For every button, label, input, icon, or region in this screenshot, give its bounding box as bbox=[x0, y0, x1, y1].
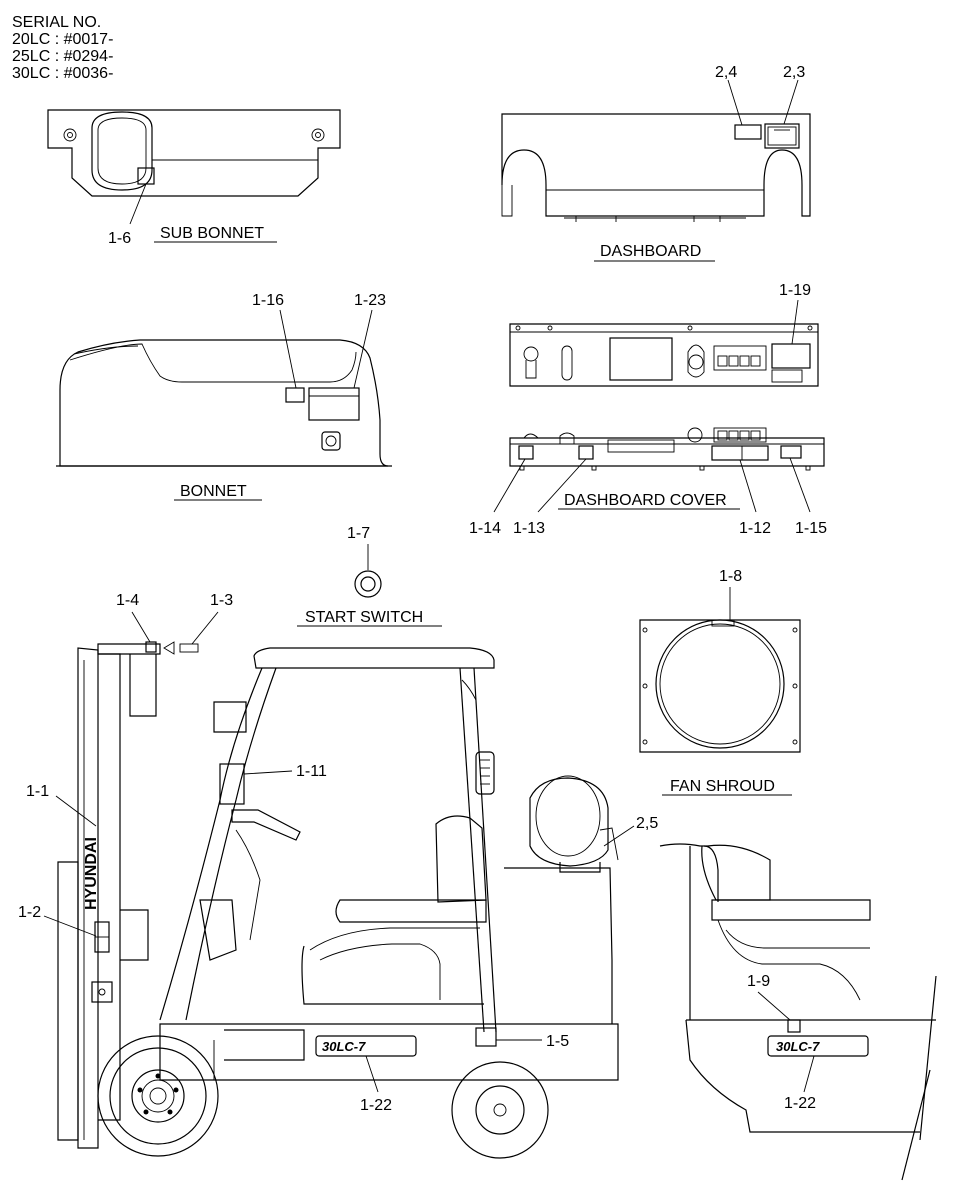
callout-1-12: 1-12 bbox=[739, 520, 771, 537]
callout-1-1: 1-1 bbox=[26, 783, 49, 800]
serial-number-block: SERIAL NO. 20LC : #0017- 25LC : #0294- 3… bbox=[12, 14, 113, 82]
callout-1-13: 1-13 bbox=[513, 520, 545, 537]
leader-1-11 bbox=[243, 770, 293, 775]
serial-line-25lc: 25LC : #0294- bbox=[12, 48, 114, 65]
leader-1-19 bbox=[791, 299, 799, 345]
callout-1-11: 1-11 bbox=[296, 763, 327, 780]
title-start-switch: START SWITCH bbox=[305, 609, 423, 626]
model-badge-text-rear: 30LC-7 bbox=[776, 1039, 820, 1054]
leader-1-15 bbox=[789, 457, 811, 513]
callout-2-3: 2,3 bbox=[783, 64, 805, 81]
forklift-side-view: 30LC-7 bbox=[57, 641, 619, 1159]
leader-1-22b bbox=[803, 1055, 815, 1093]
leader-1-13 bbox=[537, 458, 587, 513]
callout-1-14: 1-14 bbox=[469, 520, 501, 537]
leader-1-4 bbox=[131, 611, 151, 643]
dashboard-part bbox=[501, 113, 811, 222]
dashboard-cover-part bbox=[509, 427, 825, 471]
serial-heading: SERIAL NO. bbox=[12, 14, 102, 31]
sub-bonnet-part bbox=[47, 109, 341, 197]
leader-1-16 bbox=[279, 309, 297, 389]
callout-1-22-left: 1-22 bbox=[360, 1097, 392, 1114]
bonnet-part bbox=[56, 339, 392, 467]
callout-1-23: 1-23 bbox=[354, 292, 386, 309]
title-bonnet: BONNET bbox=[180, 483, 247, 500]
leader-1-1 bbox=[55, 795, 97, 827]
leader-1-22a bbox=[365, 1055, 379, 1093]
leader-2-3 bbox=[783, 79, 799, 125]
title-fan-shroud: FAN SHROUD bbox=[670, 778, 775, 795]
fan-shroud-part bbox=[639, 619, 801, 753]
callout-1-8: 1-8 bbox=[719, 568, 742, 585]
mast-brand-decal: HYUNDAI bbox=[83, 837, 100, 910]
callout-2-5: 2,5 bbox=[636, 815, 658, 832]
leader-1-9 bbox=[757, 991, 791, 1021]
callout-1-22-right: 1-22 bbox=[784, 1095, 816, 1112]
start-switch-ring bbox=[354, 570, 382, 598]
leader-1-12 bbox=[739, 459, 757, 513]
rear-partial-view: 30LC-7 bbox=[659, 843, 937, 1181]
callout-1-5: 1-5 bbox=[546, 1033, 569, 1050]
callout-1-9: 1-9 bbox=[747, 973, 770, 990]
serial-line-20lc: 20LC : #0017- bbox=[12, 31, 114, 48]
leader-1-3 bbox=[191, 611, 219, 645]
leader-2-4 bbox=[727, 79, 743, 126]
model-badge-text: 30LC-7 bbox=[322, 1039, 366, 1054]
title-dashboard-cover: DASHBOARD COVER bbox=[564, 492, 727, 509]
callout-1-15: 1-15 bbox=[795, 520, 827, 537]
leader-2-5 bbox=[603, 825, 635, 847]
callout-2-4: 2,4 bbox=[715, 64, 737, 81]
leader-1-14 bbox=[493, 458, 526, 513]
callout-1-6: 1-6 bbox=[108, 230, 131, 247]
title-sub-bonnet: SUB BONNET bbox=[160, 225, 264, 242]
title-dashboard: DASHBOARD bbox=[600, 243, 701, 260]
callout-1-4: 1-4 bbox=[116, 592, 139, 609]
dashboard-front-part bbox=[509, 323, 819, 387]
serial-line-30lc: 30LC : #0036- bbox=[12, 65, 114, 82]
leader-1-2 bbox=[43, 915, 97, 937]
callout-1-3: 1-3 bbox=[210, 592, 233, 609]
callout-1-2: 1-2 bbox=[18, 904, 41, 921]
leader-1-23 bbox=[353, 309, 373, 389]
callout-1-16: 1-16 bbox=[252, 292, 284, 309]
callout-1-7: 1-7 bbox=[347, 525, 370, 542]
leader-1-6 bbox=[129, 183, 147, 225]
callout-1-19: 1-19 bbox=[779, 282, 811, 299]
